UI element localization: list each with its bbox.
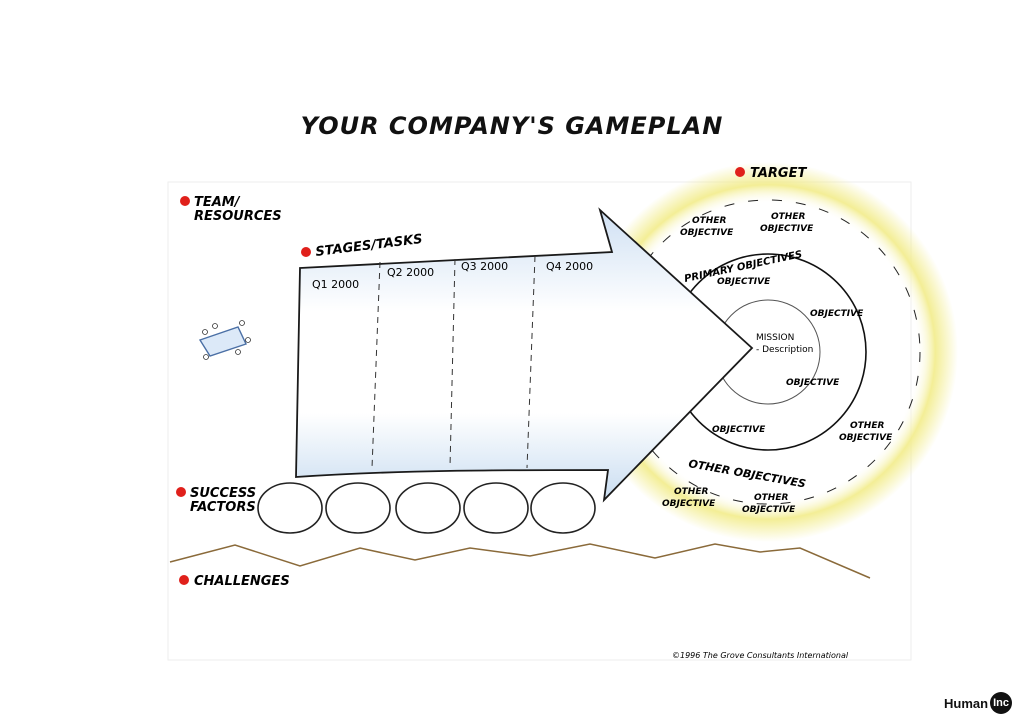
stages-label: STAGES/TASKS [315,232,424,260]
other-objective-line1: OTHER [771,212,805,222]
other-objective-line2: OBJECTIVE [760,224,814,234]
other-objective-line1: OTHER [754,493,788,503]
challenges-line [170,544,870,578]
success-factors [258,483,595,533]
success-label-line1: SUCCESS [190,486,256,501]
success-factor-oval [258,483,322,533]
team-label-line2: RESOURCES [194,209,282,224]
mission-description: - Description [756,345,813,355]
stages-marker [301,247,311,257]
team-table-icon [200,321,251,360]
primary-objective: OBJECTIVE [712,425,766,435]
primary-objective: OBJECTIVE [717,277,771,287]
target-marker [735,167,745,177]
quarter-label: Q2 2000 [387,266,434,279]
success-factor-oval [464,483,528,533]
brand-logo: Human Inc [944,692,1012,714]
other-objective-line2: OBJECTIVE [839,433,893,443]
other-objective-line1: OTHER [692,216,726,226]
primary-objective: OBJECTIVE [786,378,840,388]
target-label: TARGET [750,166,807,181]
success-factor-oval [531,483,595,533]
challenges-label: CHALLENGES [194,574,290,589]
quarter-label: Q3 2000 [461,260,508,273]
primary-objective: OBJECTIVE [810,309,864,319]
other-objective-line2: OBJECTIVE [742,505,796,515]
other-objective-line2: OBJECTIVE [680,228,734,238]
quarter-label: Q4 2000 [546,260,593,273]
success-factor-oval [326,483,390,533]
mission-title: MISSION [756,333,794,343]
challenges-marker [179,575,189,585]
other-objective-line2: OBJECTIVE [662,499,716,509]
success-label-line2: FACTORS [190,500,256,515]
success-factor-oval [396,483,460,533]
team-marker [180,196,190,206]
brand-badge: Inc [990,692,1012,714]
brand-name: Human [944,696,988,711]
other-objective-line1: OTHER [850,421,884,431]
team-label-line1: TEAM/ [194,195,241,210]
success-marker [176,487,186,497]
copyright-text: ©1996 The Grove Consultants Internationa… [672,651,849,660]
other-objective-line1: OTHER [674,487,708,497]
quarter-label: Q1 2000 [312,278,359,291]
